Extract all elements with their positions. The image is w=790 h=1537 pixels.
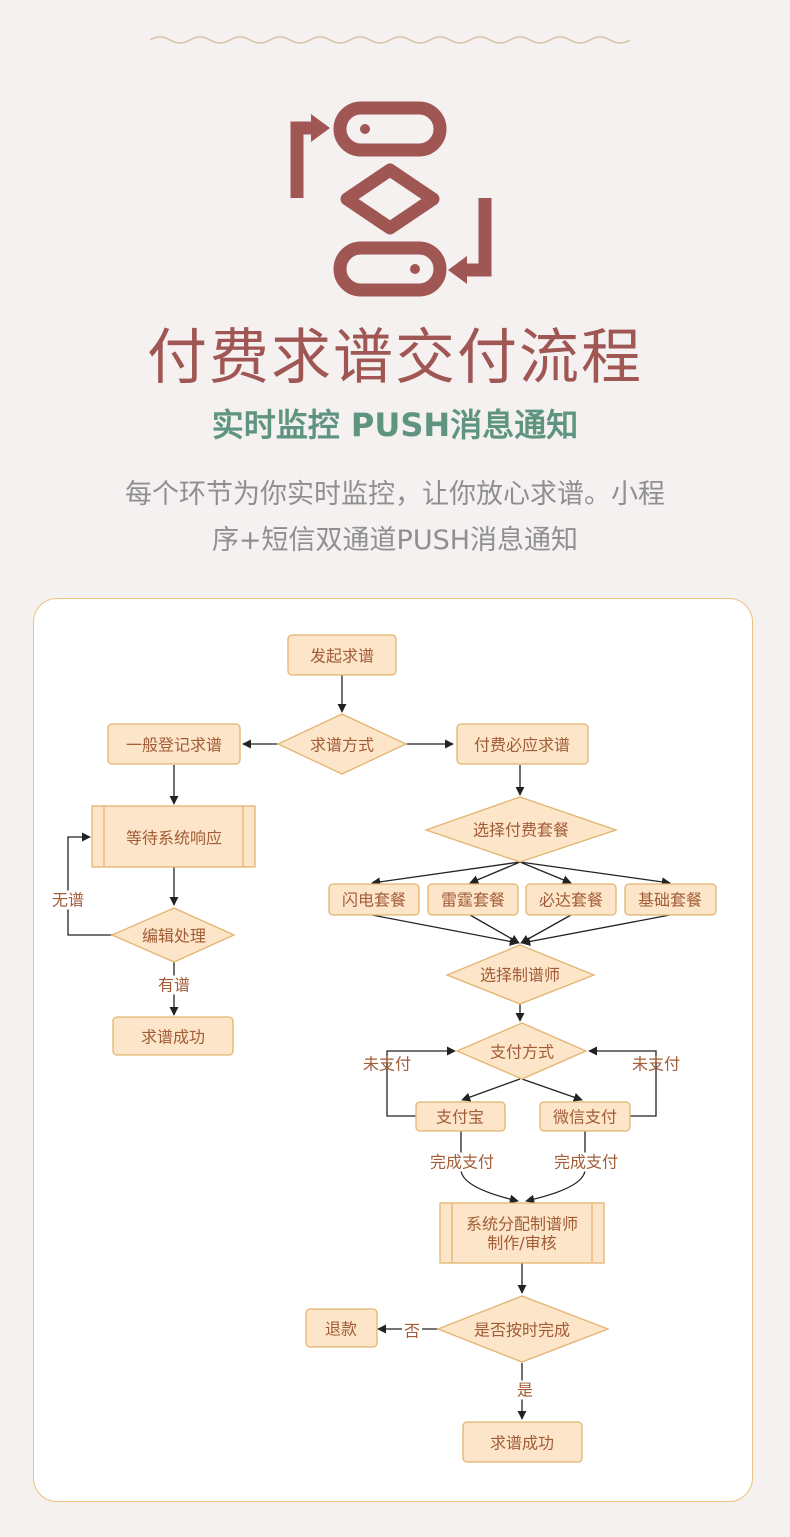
node-waiting	[91, 805, 256, 868]
edge-label-paid-left: 完成支付	[430, 1153, 494, 1172]
label-success-left: 求谱成功	[141, 1028, 205, 1047]
flow-cycle-icon	[290, 101, 492, 297]
page-subtitle: 实时监控 PUSH消息通知	[211, 406, 579, 444]
edge-label-yes-bg	[514, 1380, 536, 1400]
edge-package-3	[519, 861, 572, 885]
edge-label-no: 否	[404, 1322, 420, 1341]
label-method: 求谱方式	[310, 736, 374, 755]
label-wechat: 微信支付	[553, 1108, 617, 1127]
description-line-2: 序+短信双通道PUSH消息通知	[211, 525, 579, 556]
node-refund	[305, 1308, 378, 1348]
edge-alipay-unpaid	[386, 1046, 456, 1117]
node-ontime	[436, 1295, 610, 1363]
edge-label-unpaid-left: 未支付	[363, 1055, 411, 1074]
node-general	[107, 723, 241, 765]
edge-pay-alipay	[461, 1078, 521, 1102]
edge-package-2	[469, 861, 521, 885]
node-pkg-3	[525, 883, 617, 916]
node-assign	[439, 1202, 605, 1264]
label-waiting: 等待系统响应	[126, 829, 222, 848]
edge-package-1	[371, 861, 521, 887]
label-ontime: 是否按时完成	[474, 1321, 570, 1340]
edge-edit-noscore	[67, 832, 112, 936]
edge-pay-wechat	[521, 1078, 583, 1102]
label-alipay: 支付宝	[436, 1108, 484, 1127]
label-pkg-3: 必达套餐	[539, 891, 603, 910]
label-paid: 付费必应求谱	[474, 736, 570, 755]
label-success-right: 求谱成功	[490, 1434, 554, 1453]
label-general: 一般登记求谱	[126, 736, 222, 755]
node-pkg-2	[427, 883, 519, 916]
edge-label-yes: 是	[517, 1381, 533, 1400]
label-package: 选择付费套餐	[473, 821, 569, 840]
node-alipay	[415, 1101, 506, 1132]
page-title: 付费求谱交付流程	[147, 323, 643, 393]
edge-label-paid-right: 完成支付	[554, 1153, 618, 1172]
node-success-right	[462, 1421, 583, 1463]
label-pkg-1: 闪电套餐	[342, 891, 406, 910]
edge-label-no-score: 无谱	[52, 891, 84, 910]
node-pkg-1	[328, 883, 420, 916]
description-line-1: 每个环节为你实时监控，让你放心求谱。小程	[125, 479, 665, 510]
edge-label-has-score: 有谱	[158, 976, 190, 995]
label-pay: 支付方式	[490, 1043, 554, 1062]
node-method	[276, 713, 408, 775]
edge-label-paid-left-bg	[427, 1152, 497, 1172]
page-description: 每个环节为你实时监控，让你放心求谱。小程 序+短信双通道PUSH消息通知	[60, 472, 730, 564]
node-edit	[110, 907, 236, 963]
node-wechat	[539, 1101, 631, 1132]
edge-p4-maker	[521, 914, 671, 946]
edge-label-no-score-bg	[49, 890, 87, 910]
node-start	[287, 634, 397, 676]
edge-label-no-bg	[401, 1321, 423, 1341]
label-assign-2: 制作/审核	[487, 1234, 556, 1253]
node-pkg-4	[624, 883, 717, 916]
edge-package-4	[519, 861, 671, 887]
edge-wechat-unpaid	[588, 1046, 657, 1117]
edge-p2-maker	[469, 914, 520, 944]
decorative-wave-divider	[150, 36, 631, 44]
label-start: 发起求谱	[310, 647, 374, 666]
edge-p1-maker	[371, 914, 519, 946]
node-success-left	[112, 1016, 234, 1056]
edge-label-unpaid-right: 未支付	[632, 1055, 680, 1074]
label-edit: 编辑处理	[142, 927, 206, 946]
label-refund: 退款	[325, 1320, 357, 1339]
node-paid	[456, 723, 589, 765]
label-pkg-4: 基础套餐	[638, 891, 702, 910]
node-pay	[455, 1022, 588, 1080]
edge-label-has-score-bg	[155, 975, 193, 995]
label-pkg-2: 雷霆套餐	[441, 891, 505, 910]
edge-label-paid-right-bg	[551, 1152, 621, 1172]
node-maker	[445, 944, 596, 1005]
label-maker: 选择制谱师	[480, 966, 560, 985]
label-assign-1: 系统分配制谱师	[466, 1215, 578, 1234]
node-package	[424, 796, 619, 863]
